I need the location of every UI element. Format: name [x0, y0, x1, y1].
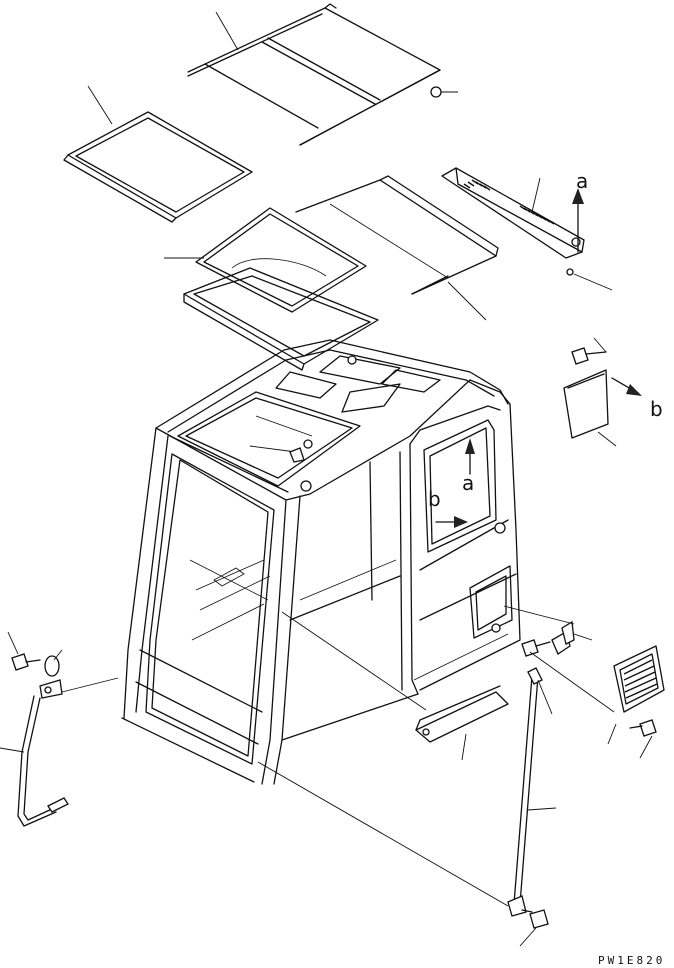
clip: [566, 268, 613, 291]
arrow-b-lower: b: [428, 487, 468, 528]
leader-line: [61, 677, 119, 693]
bolt: [11, 653, 41, 671]
leader-line: [519, 927, 537, 947]
leader-line: [281, 611, 427, 711]
label-b-lower: b: [428, 487, 441, 511]
rear-grille-cover: [613, 645, 665, 713]
leader-line: [53, 649, 63, 661]
drawing-code: PW1E820: [598, 954, 665, 967]
leader-line: [537, 679, 553, 715]
bolt: [521, 909, 549, 929]
side-cover-panel: [563, 369, 609, 439]
roof-window-glass: [195, 207, 367, 313]
leader-line: [527, 807, 557, 811]
roof-window-seal: [63, 111, 253, 223]
arrow-a-upper: a: [572, 169, 588, 253]
leader-line: [257, 761, 509, 907]
roof-rail-frame: [187, 3, 441, 146]
leader-line: [7, 631, 19, 655]
cab-body: [121, 339, 521, 785]
bracket: [39, 679, 63, 699]
leader-line: [249, 445, 297, 453]
bolt: [571, 347, 607, 365]
leader-line: [573, 633, 593, 641]
leader-line: [503, 605, 575, 625]
roof-window-frame: [183, 267, 379, 371]
bolt: [521, 639, 551, 657]
label-a-upper: a: [576, 169, 588, 193]
arrow-b-right: b: [611, 377, 663, 421]
leader-line: [607, 723, 617, 745]
leader-line: [215, 11, 239, 51]
label-a-lower: a: [462, 471, 474, 495]
leader-line: [0, 747, 25, 753]
leader-line: [529, 651, 615, 713]
arrow-a-lower: a: [462, 438, 475, 495]
leader-line: [597, 431, 617, 447]
lower-guard-plate: [415, 685, 509, 743]
rear-vent-cover: [441, 167, 585, 259]
leader-line: [87, 85, 113, 125]
leader-line: [639, 735, 653, 759]
washer: [44, 655, 60, 677]
bolt: [430, 86, 458, 98]
bolt: [289, 447, 305, 463]
bolt: [629, 719, 657, 737]
leader-line: [255, 415, 313, 437]
support-rod-left: [17, 695, 69, 827]
leader-line: [461, 733, 467, 761]
support-rod-right: [507, 667, 543, 917]
label-b-right: b: [650, 397, 663, 421]
leader-line: [531, 177, 541, 213]
leader-line: [447, 281, 487, 321]
roof-panel: [295, 175, 499, 295]
bracket: [551, 620, 575, 655]
leader-line: [593, 337, 607, 353]
